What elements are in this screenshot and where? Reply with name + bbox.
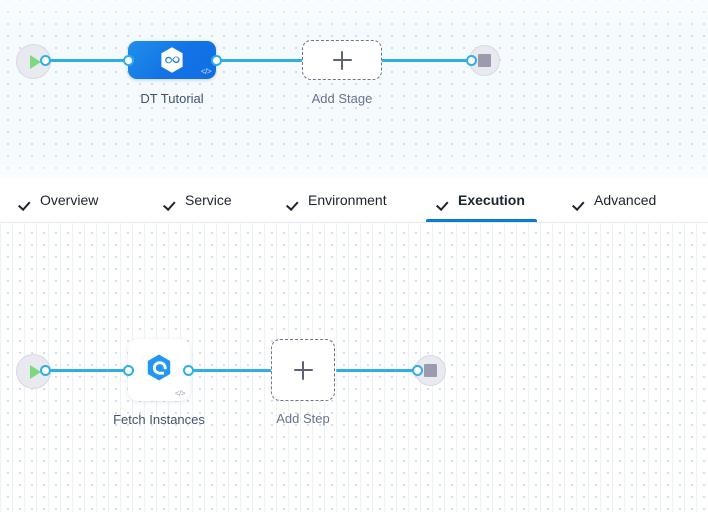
tab-label: Environment — [308, 192, 387, 208]
stage-node-dt-tutorial[interactable]: </> — [128, 41, 216, 79]
start-output-port[interactable] — [40, 365, 51, 376]
stage-graph: </> DT Tutorial Add Stage — [0, 0, 708, 178]
start-output-port[interactable] — [40, 55, 51, 66]
play-icon — [30, 54, 41, 69]
step-graph: </> Fetch Instances Add Step — [0, 223, 708, 512]
end-input-port[interactable] — [412, 365, 423, 376]
code-badge-icon: </> — [200, 67, 212, 76]
check-icon — [438, 194, 451, 207]
step-node-fetch-instances[interactable]: </> — [128, 339, 190, 401]
stage-input-port[interactable] — [123, 55, 134, 66]
stage-output-port[interactable] — [211, 55, 222, 66]
plus-icon — [293, 360, 313, 380]
edge-start-to-stage — [44, 59, 132, 62]
check-icon — [165, 194, 178, 207]
edge-add-to-end — [378, 59, 474, 62]
harness-hexagon-infinity-icon — [128, 46, 216, 74]
tab-label: Execution — [458, 192, 525, 208]
execution-step-canvas[interactable]: </> Fetch Instances Add Step — [0, 223, 708, 512]
check-icon — [288, 194, 301, 207]
stop-icon — [424, 364, 437, 377]
stop-icon — [478, 54, 491, 67]
step-node-label: Fetch Instances — [113, 412, 205, 427]
tab-overview[interactable]: Overview — [18, 178, 100, 222]
stage-config-tabs[interactable]: Overview Service Environment Execution A… — [0, 178, 708, 223]
plus-icon — [332, 50, 352, 70]
check-icon — [20, 194, 33, 207]
step-output-port[interactable] — [183, 365, 194, 376]
check-icon — [574, 194, 587, 207]
tab-label: Service — [185, 192, 232, 208]
tab-execution[interactable]: Execution — [426, 178, 537, 222]
edge-stage-to-add — [216, 59, 306, 62]
end-input-port[interactable] — [466, 55, 477, 66]
hexagon-spiral-icon — [145, 353, 173, 388]
play-icon — [30, 364, 41, 379]
edge-step-to-add — [188, 369, 273, 372]
edge-add-to-end — [336, 369, 420, 372]
tab-label: Overview — [40, 192, 99, 208]
pipeline-end-node[interactable] — [469, 45, 500, 76]
tab-service[interactable]: Service — [163, 178, 234, 222]
pipeline-stage-canvas[interactable]: </> DT Tutorial Add Stage — [0, 0, 708, 178]
tab-environment[interactable]: Environment — [286, 178, 389, 222]
step-input-port[interactable] — [123, 365, 134, 376]
tab-label: Advanced — [594, 192, 657, 208]
add-step-button[interactable] — [271, 339, 335, 401]
edge-start-to-step — [44, 369, 134, 372]
tab-advanced[interactable]: Advanced — [572, 178, 658, 222]
add-step-label: Add Step — [276, 411, 330, 426]
add-stage-button[interactable] — [302, 40, 382, 80]
stage-node-label: DT Tutorial — [140, 91, 204, 106]
add-stage-label: Add Stage — [311, 91, 373, 106]
code-badge-icon: </> — [174, 389, 186, 398]
